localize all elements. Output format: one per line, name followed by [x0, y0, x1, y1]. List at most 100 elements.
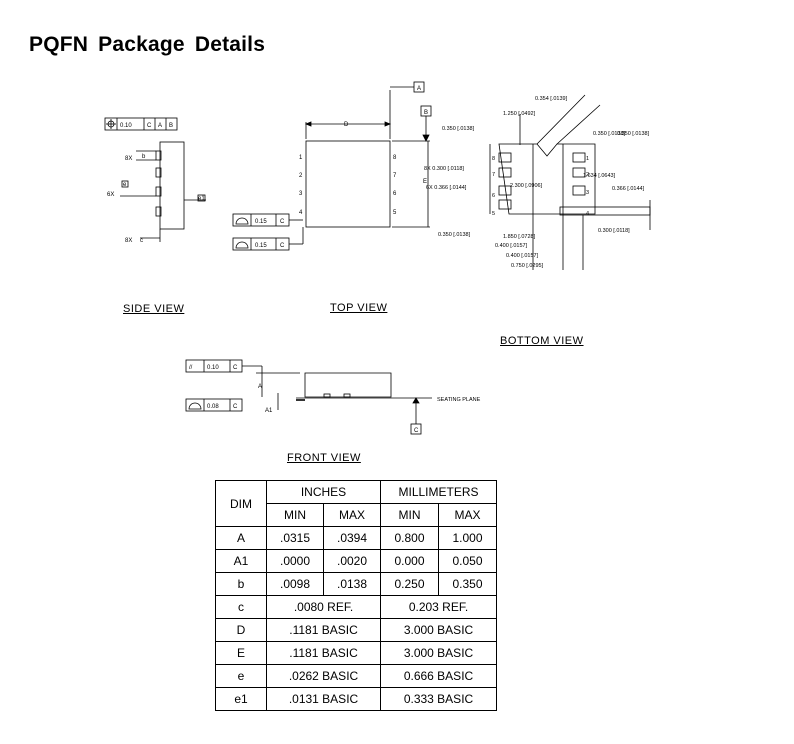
top-pin-1: 1: [299, 155, 303, 161]
top-frame1-tol: 0.15: [255, 219, 267, 225]
dim-0350-a: 0.350 [.0138]: [442, 126, 475, 132]
header-mm-max: MAX: [438, 503, 497, 527]
table-row: D .1181 BASIC 3.000 BASIC: [215, 618, 497, 642]
dim-1850: 1.850 [.0728]: [503, 234, 536, 240]
table-row: c .0080 REF. 0.203 REF.: [215, 595, 497, 619]
table-row: A1 .0000 .0020 0.000 0.050: [215, 549, 497, 573]
bot-pin-1: 1: [586, 156, 589, 162]
dim-0354: 0.354 [.0139]: [535, 96, 568, 102]
table-cell: c: [215, 595, 267, 619]
dimension-table: DIM INCHES MILLIMETERS MIN MAX MIN MAX A…: [215, 480, 497, 711]
table-row: b .0098 .0138 0.250 0.350: [215, 572, 497, 596]
table-cell: .0020: [323, 549, 381, 573]
top-pin-6: 6: [393, 191, 397, 197]
side-8x-label: 8X: [125, 156, 132, 162]
front-a-label: A: [258, 384, 262, 390]
table-cell: 3.000 BASIC: [380, 641, 497, 665]
table-cell: 0.800: [380, 526, 439, 550]
table-cell: b: [215, 572, 267, 596]
table-header-row: DIM INCHES MILLIMETERS: [215, 480, 497, 527]
top-view-label: TOP VIEW: [330, 302, 388, 314]
table-row: e .0262 BASIC 0.666 BASIC: [215, 664, 497, 688]
side-b-label: b: [142, 154, 146, 160]
front-datum-c: C: [414, 428, 419, 434]
front-frame1-c: C: [233, 365, 238, 371]
table-cell: e1: [215, 687, 267, 711]
top-view: D A B E 1 2 3 4 8 7 6 5 0.15 C 0.15 C: [232, 81, 432, 251]
dim-0400-a: 0.400 [.0157]: [495, 243, 528, 249]
header-in-min: MIN: [266, 503, 324, 527]
header-in-max: MAX: [323, 503, 381, 527]
header-dim: DIM: [215, 480, 267, 527]
datum-a: A: [417, 86, 421, 92]
top-pin-2: 2: [299, 173, 303, 179]
table-cell: 0.350: [438, 572, 497, 596]
table-cell: 0.666 BASIC: [380, 664, 497, 688]
header-millimeters: MILLIMETERS: [380, 480, 497, 504]
datum-b: B: [424, 110, 428, 116]
top-pin-5: 5: [393, 210, 397, 216]
table-cell: .0394: [323, 526, 381, 550]
bot-pin-8: 8: [492, 156, 495, 162]
top-pin-8: 8: [393, 155, 397, 161]
bot-pin-7: 7: [492, 172, 495, 178]
side-8x-c-label: 8X: [125, 238, 132, 244]
package-drawing: 0.10 C A B 8X b e 6X e1 8X c D: [104, 81, 651, 435]
dim-0400-b: 0.400 [.0157]: [506, 253, 539, 259]
side-view-label: SIDE VIEW: [123, 303, 185, 315]
table-row: E .1181 BASIC 3.000 BASIC: [215, 641, 497, 665]
side-c-label: c: [140, 238, 143, 244]
table-cell: 0.250: [380, 572, 439, 596]
front-a1-label: A1: [265, 408, 273, 414]
table-cell: .0138: [323, 572, 381, 596]
side-view: 0.10 C A B 8X b e 6X e1 8X c: [104, 117, 206, 244]
bottom-view: 8 7 6 5 1 2 3 4 0.354 [.0139] 1.250 [.04…: [424, 94, 651, 270]
header-mm-min: MIN: [380, 503, 439, 527]
table-row: A .0315 .0394 0.800 1.000: [215, 526, 497, 550]
front-view: // 0.10 C 0.08 C A A1 C SEATING PLANE: [185, 359, 481, 435]
top-e-label: E: [423, 179, 427, 185]
front-frame1-tol: 0.10: [207, 365, 219, 371]
table-subheader-row: MIN MAX MIN MAX: [216, 503, 497, 527]
bot-pin-3: 3: [586, 190, 589, 196]
dim-6x-0366: 6X 0.366 [.0144]: [426, 185, 467, 191]
side-frame-c: C: [147, 123, 152, 129]
dim-0366: 0.366 [.0144]: [612, 186, 645, 192]
top-pin-4: 4: [299, 210, 303, 216]
table-cell: .0098: [266, 572, 324, 596]
table-cell: e: [215, 664, 267, 688]
dim-0300: 0.300 [.0118]: [598, 228, 630, 234]
top-pin-3: 3: [299, 191, 303, 197]
top-d-label: D: [344, 122, 349, 128]
top-frame2-tol: 0.15: [255, 243, 267, 249]
side-e1-label: e1: [198, 196, 205, 202]
table-cell: 0.203 REF.: [380, 595, 497, 619]
front-frame2-c: C: [233, 404, 238, 410]
top-frame1-c: C: [280, 219, 285, 225]
dim-0350-b: 0.350 [.0138]: [593, 131, 626, 137]
dim-1250: 1.250 [.0492]: [503, 111, 536, 117]
side-6x-label: 6X: [107, 192, 114, 198]
side-e-label: e: [123, 182, 127, 188]
side-frame-tol: 0.10: [120, 123, 132, 129]
table-cell: .0262 BASIC: [266, 664, 381, 688]
table-cell: D: [215, 618, 267, 642]
bot-pin-4: 4: [586, 211, 589, 217]
seating-plane-label: SEATING PLANE: [437, 397, 481, 403]
table-cell: 0.050: [438, 549, 497, 573]
dim-0350-d: 0.350 [.0138]: [438, 232, 471, 238]
table-cell: 0.000: [380, 549, 439, 573]
top-pin-7: 7: [393, 173, 397, 179]
front-view-label: FRONT VIEW: [287, 452, 361, 464]
dim-1634: 1.634 [.0643]: [583, 173, 616, 179]
side-frame-a: A: [158, 123, 162, 129]
bottom-view-label: BOTTOM VIEW: [500, 335, 584, 347]
table-cell: E: [215, 641, 267, 665]
table-cell: 1.000: [438, 526, 497, 550]
table-row: e1 .0131 BASIC 0.333 BASIC: [215, 687, 497, 711]
table-cell: .1181 BASIC: [266, 618, 381, 642]
dim-0750: 0.750 [.0295]: [511, 263, 544, 269]
page-title: PQFN Package Details: [29, 33, 266, 56]
table-cell: .1181 BASIC: [266, 641, 381, 665]
dim-0350-c: 0.350 [.0138]: [617, 131, 650, 137]
